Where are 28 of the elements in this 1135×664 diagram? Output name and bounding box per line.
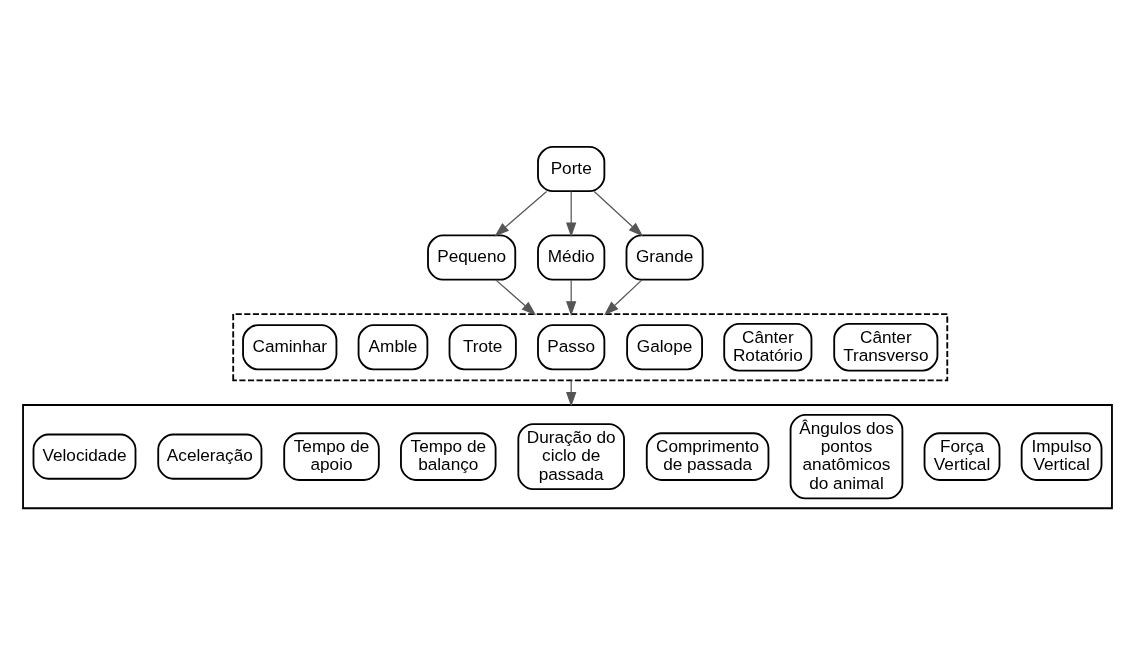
arrow — [494, 190, 548, 236]
arrow — [495, 278, 537, 315]
node-box: Tempo de balanço — [400, 431, 497, 481]
node-box: Cânter Rotatório — [723, 322, 813, 372]
node-box: Porte — [537, 145, 606, 192]
arrow — [593, 190, 644, 237]
node-box: Pequeno — [427, 234, 517, 281]
node-box: Comprimento de passada — [645, 431, 770, 481]
node-box: Trote — [448, 323, 517, 370]
cluster — [22, 403, 1113, 509]
node-box: Duração do ciclo de passada — [517, 422, 625, 490]
node-box: Grande — [625, 234, 704, 281]
node-box: Tempo de apoio — [283, 431, 380, 481]
node-box: Galope — [626, 323, 703, 370]
arrow — [566, 190, 577, 237]
node-box: Ângulos dos pontos anatômicos do animal — [789, 413, 904, 499]
node-box: Velocidade — [32, 433, 137, 480]
node-box: Força Vertical — [923, 431, 1001, 481]
node-box: Amble — [357, 323, 429, 370]
arrow — [566, 278, 577, 316]
arrow — [604, 278, 643, 315]
cluster — [232, 312, 949, 381]
node-box: Passo — [537, 323, 606, 370]
node-box: Impulso Vertical — [1020, 431, 1103, 481]
node-box: Aceleração — [157, 433, 263, 480]
node-box: Cânter Transverso — [833, 322, 939, 372]
node-box: Caminhar — [242, 323, 338, 370]
node-box: Médio — [537, 234, 606, 281]
